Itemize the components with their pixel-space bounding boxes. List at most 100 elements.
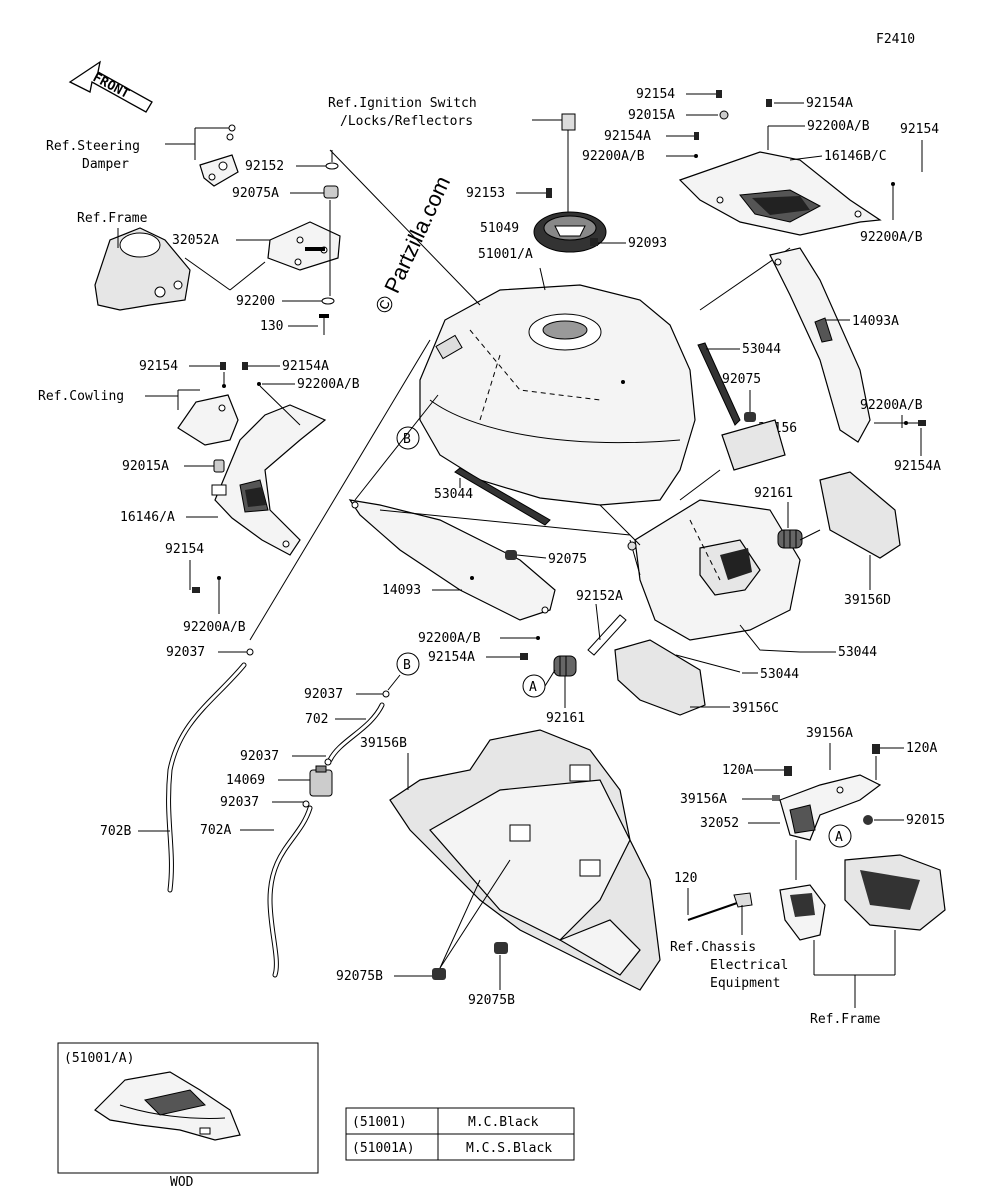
label-92152: 92152: [245, 159, 284, 174]
fuel-cap-51049: [533, 211, 607, 253]
color-name-2: M.C.S.Black: [466, 1141, 552, 1156]
label-92161-r: 92161: [754, 486, 793, 501]
label-92037-b: 92037: [240, 749, 279, 764]
label-14093: 14093: [382, 583, 421, 598]
label-92037-c: 92037: [220, 795, 259, 810]
label-51049: 51049: [480, 221, 519, 236]
seal-strip-53044-a: [697, 342, 741, 426]
frame-rear-part: [779, 854, 946, 941]
label-16146BC: 16146B/C: [824, 149, 887, 164]
ref-chassis-label-2: Electrical: [710, 958, 788, 973]
bracket-32052A: [267, 221, 341, 271]
color-code-2: (51001A): [352, 1141, 415, 1156]
seal-strip-53044-b: [454, 467, 551, 526]
label-92037-a: 92037: [304, 687, 343, 702]
label-92015: 92015: [906, 813, 945, 828]
label-92075-b: 92075: [548, 552, 587, 567]
label-130: 130: [260, 319, 283, 334]
label-92154-t: 92154: [636, 87, 675, 102]
label-92154-l: 92154: [139, 359, 178, 374]
side-cover-16146A: [214, 404, 327, 556]
front-arrow-icon: FRONT: [68, 60, 153, 113]
label-14069: 14069: [226, 773, 265, 788]
fuel-filter-14069: [309, 765, 333, 797]
label-92200AB-l: 92200A/B: [297, 377, 360, 392]
front-label: FRONT: [90, 70, 132, 102]
label-92093: 92093: [628, 236, 667, 251]
frame-head-part: [94, 227, 191, 311]
label-120: 120: [674, 871, 697, 886]
ref-chassis-label-1: Ref.Chassis: [670, 940, 756, 955]
ref-frame-bottom-label: Ref.Frame: [810, 1012, 881, 1027]
label-32052: 32052: [700, 816, 739, 831]
side-trim-14093: [348, 499, 556, 621]
label-39156C: 39156C: [732, 701, 779, 716]
label-92154A-l: 92154A: [282, 359, 329, 374]
label-92200: 92200: [236, 294, 275, 309]
label-92152A: 92152A: [576, 589, 623, 604]
marker-B-1: B: [403, 432, 411, 447]
cover-39156B: [389, 729, 661, 991]
cover-39156D: [819, 471, 901, 559]
cowling-bracket: [177, 394, 239, 446]
label-120A-r: 120A: [906, 741, 937, 756]
label-39156B: 39156B: [360, 736, 407, 751]
label-92154-r: 92154: [900, 122, 939, 137]
ref-steering-label-1: Ref.Steering: [46, 139, 140, 154]
label-39156A-t: 39156A: [806, 726, 853, 741]
label-53044-a: 53044: [742, 342, 781, 357]
watermark: © Partzilla.com: [370, 172, 455, 317]
label-92154A-t: 92154A: [604, 129, 651, 144]
rear-undertray: [634, 499, 801, 641]
label-92154A-m: 92154A: [428, 650, 475, 665]
side-trim-14093A: [769, 247, 871, 443]
ref-chassis-label-3: Equipment: [710, 976, 780, 991]
label-51001A: 51001/A: [478, 247, 533, 262]
label-702A: 702A: [200, 823, 231, 838]
label-92154A-t2: 92154A: [806, 96, 853, 111]
label-92015A-l: 92015A: [122, 459, 169, 474]
ref-ignition-label-2: /Locks/Reflectors: [340, 114, 473, 129]
grommet-92161-b: [553, 655, 577, 677]
label-39156A-l: 39156A: [680, 792, 727, 807]
ref-steering-label-2: Damper: [82, 157, 129, 172]
label-92015A-t: 92015A: [628, 108, 675, 123]
color-name-1: M.C.Black: [468, 1115, 539, 1130]
label-53044-c: 53044: [838, 645, 877, 660]
ref-frame-top-label: Ref.Frame: [77, 211, 148, 226]
label-53044-b: 53044: [434, 487, 473, 502]
inset-footer: WOD: [170, 1175, 194, 1190]
label-92200AB-r: 92200A/B: [860, 230, 923, 245]
marker-B-2: B: [403, 658, 411, 673]
label-32052A: 32052A: [172, 233, 219, 248]
grommet-92161-r: [777, 529, 803, 549]
inset-title: (51001/A): [64, 1051, 134, 1066]
label-92154A-r: 92154A: [894, 459, 941, 474]
label-14093A: 14093A: [852, 314, 899, 329]
label-702B: 702B: [100, 824, 131, 839]
color-code-1: (51001): [352, 1115, 407, 1130]
label-92153: 92153: [466, 186, 505, 201]
label-92075-a: 92075: [722, 372, 761, 387]
label-39156D: 39156D: [844, 593, 891, 608]
label-92075A: 92075A: [232, 186, 279, 201]
label-702: 702: [305, 712, 328, 727]
label-16146A: 16146/A: [120, 510, 175, 525]
diagram-code: F2410: [876, 32, 915, 47]
label-92200AB-t: 92200A/B: [582, 149, 645, 164]
label-53044-d: 53044: [760, 667, 799, 682]
label-92075B-b: 92075B: [468, 993, 515, 1008]
label-92200AB-t2: 92200A/B: [807, 119, 870, 134]
label-92154-l2: 92154: [165, 542, 204, 557]
label-92075B-a: 92075B: [336, 969, 383, 984]
label-92161-b: 92161: [546, 711, 585, 726]
side-cover-16146BC: [678, 151, 882, 236]
marker-A-1: A: [529, 680, 537, 695]
label-92037-l: 92037: [166, 645, 205, 660]
label-92200AB-m: 92200A/B: [418, 631, 481, 646]
ref-ignition-label-1: Ref.Ignition Switch: [328, 96, 477, 111]
inset-fuel-tank-variant: [94, 1071, 241, 1141]
label-92200AB-l2: 92200A/B: [183, 620, 246, 635]
label-92200AB-r2: 92200A/B: [860, 398, 923, 413]
